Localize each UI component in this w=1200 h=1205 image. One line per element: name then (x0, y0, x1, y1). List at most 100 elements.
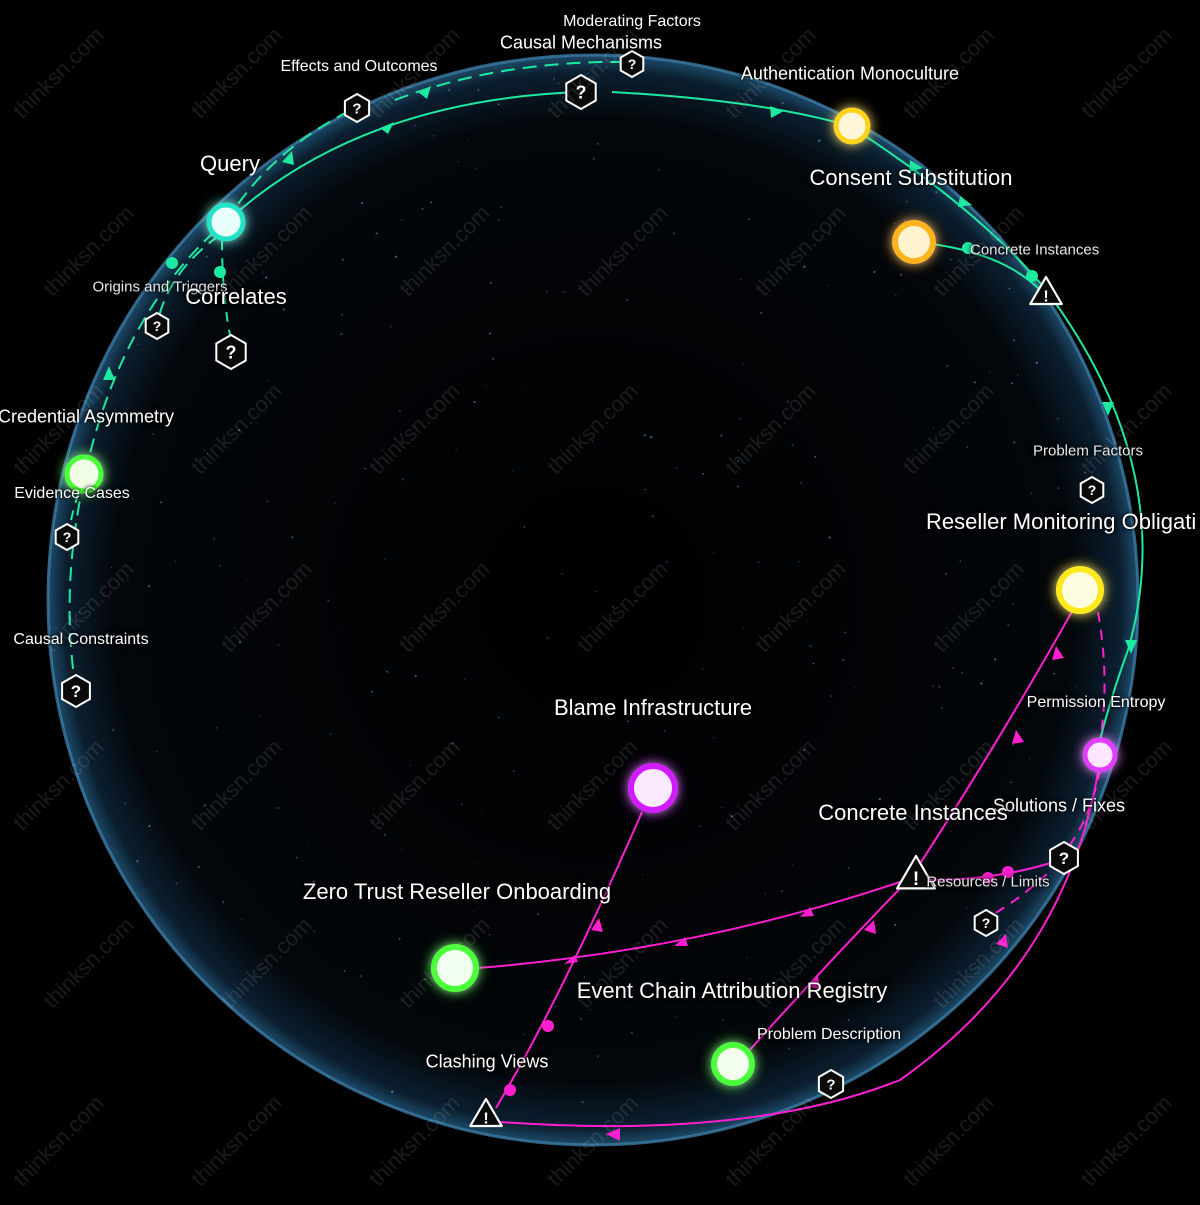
star-dot (394, 255, 397, 258)
star-dot (1105, 599, 1108, 601)
star-dot (1012, 339, 1016, 342)
star-dot (1012, 603, 1014, 605)
node-credential-asymmetry[interactable] (64, 454, 104, 494)
star-dot (1010, 781, 1012, 784)
star-dot (933, 427, 935, 429)
node-permission-entropy[interactable] (1082, 737, 1118, 773)
star-dot (952, 667, 955, 670)
question-hexagon-icon-solutions-fixes[interactable]: ? (1049, 840, 1079, 876)
edge-warning-to-zero-trust (477, 879, 907, 969)
star-dot (537, 913, 540, 916)
star-dot (759, 311, 763, 315)
node-reseller-monitoring[interactable] (1056, 566, 1104, 614)
star-dot (386, 670, 389, 673)
star-dot (398, 937, 401, 940)
label-evidence-cases: Evidence Cases (14, 485, 130, 502)
star-dot (327, 599, 330, 602)
star-dot (266, 500, 269, 503)
green-arrowhead (909, 160, 923, 172)
label-query[interactable]: Query (200, 151, 260, 176)
warning-triangle-icon-concrete-instances-top[interactable]: ! (1029, 275, 1063, 305)
label-causal-mechanisms: Causal Mechanisms (499, 32, 663, 53)
star-dot (651, 515, 654, 518)
label-concrete-instances-bottom: Concrete Instances (818, 800, 1008, 825)
question-hexagon-icon-moderating-factors[interactable]: ? (619, 49, 645, 79)
label-moderating-factors: Moderating Factors (563, 13, 701, 30)
star-dot (722, 1019, 724, 1021)
label-permission-entropy[interactable]: Permission Entropy (1026, 694, 1166, 711)
star-dot (895, 294, 897, 297)
question-hexagon-icon-effects-and-outcomes[interactable]: ? (343, 92, 371, 124)
star-dot (1035, 361, 1038, 364)
star-dot (878, 797, 881, 801)
star-dot (1007, 623, 1010, 626)
edge-permission-to-solutions (1065, 769, 1101, 851)
star-dot (737, 460, 740, 462)
star-dot (451, 742, 454, 745)
label-blame-infrastructure[interactable]: Blame Infrastructure (553, 695, 753, 720)
node-query[interactable] (206, 202, 246, 242)
svg-text:!: ! (913, 869, 919, 890)
star-dot (399, 433, 402, 436)
question-hexagon-icon-evidence-cases[interactable]: ? (54, 522, 80, 552)
star-dot (277, 644, 280, 647)
star-dot (124, 802, 126, 805)
warning-triangle-icon-clashing-views[interactable]: ! (469, 1097, 503, 1127)
star-dot (720, 434, 723, 437)
star-dot (1088, 433, 1090, 435)
star-dot (699, 825, 701, 827)
label-reseller-monitoring[interactable]: Reseller Monitoring Obligati (926, 509, 1197, 534)
star-dot (480, 812, 482, 814)
magenta-edge-dot (1002, 866, 1014, 878)
star-dot (552, 77, 555, 80)
star-dot (643, 434, 646, 437)
star-dot (791, 444, 794, 447)
star-field (63, 77, 1126, 1119)
node-event-chain[interactable] (711, 1042, 755, 1086)
label-consent-substitution[interactable]: Consent Substitution (809, 165, 1013, 190)
star-dot (313, 930, 316, 932)
question-hexagon-icon-correlates[interactable]: ? (215, 333, 247, 371)
star-dot (333, 502, 336, 504)
star-dot (1017, 374, 1019, 376)
label-authentication-monoculture[interactable]: Authentication Monoculture (740, 63, 960, 84)
label-event-chain[interactable]: Event Chain Attribution Registry (576, 978, 888, 1003)
star-dot (749, 978, 751, 981)
star-dot (473, 400, 476, 404)
star-dot (631, 1031, 633, 1034)
star-dot (695, 988, 697, 990)
star-dot (341, 258, 344, 261)
star-dot (873, 270, 876, 274)
star-dot (401, 848, 403, 850)
node-authentication-monoculture[interactable] (833, 107, 871, 145)
star-dot (829, 695, 832, 698)
star-dot (421, 207, 424, 211)
star-dot (339, 629, 341, 631)
question-hexagon-icon-resources-limits[interactable]: ? (973, 908, 999, 938)
warning-triangle-icon-concrete-instances-bottom[interactable]: ! (895, 854, 937, 890)
question-hexagon-icon-origins-and-triggers[interactable]: ? (144, 311, 170, 341)
star-dot (721, 807, 723, 809)
question-hexagon-icon-problem-description[interactable]: ? (817, 1068, 845, 1100)
label-credential-asymmetry[interactable]: Credential Asymmetry (0, 406, 175, 427)
label-problem-description: Problem Description (756, 1026, 902, 1043)
label-zero-trust[interactable]: Zero Trust Reseller Onboarding (302, 879, 612, 904)
star-dot (491, 357, 495, 360)
node-blame-infrastructure[interactable] (628, 763, 678, 813)
question-hexagon-icon-causal-constraints[interactable]: ? (61, 673, 91, 709)
svg-text:?: ? (1059, 849, 1069, 868)
star-dot (546, 290, 549, 293)
star-dot (781, 890, 784, 893)
star-dot (391, 1090, 394, 1093)
node-consent-substitution[interactable] (892, 220, 936, 264)
question-hexagon-icon-problem-factors[interactable]: ? (1079, 475, 1105, 505)
star-dot (844, 631, 847, 634)
star-dot (938, 685, 941, 688)
star-dot (398, 410, 401, 412)
star-dot (307, 844, 309, 846)
question-hexagon-icon-causal-mechanisms[interactable]: ? (565, 73, 597, 111)
star-dot (203, 804, 206, 807)
node-zero-trust[interactable] (431, 944, 479, 992)
star-dot (527, 102, 529, 104)
star-dot (523, 526, 526, 528)
